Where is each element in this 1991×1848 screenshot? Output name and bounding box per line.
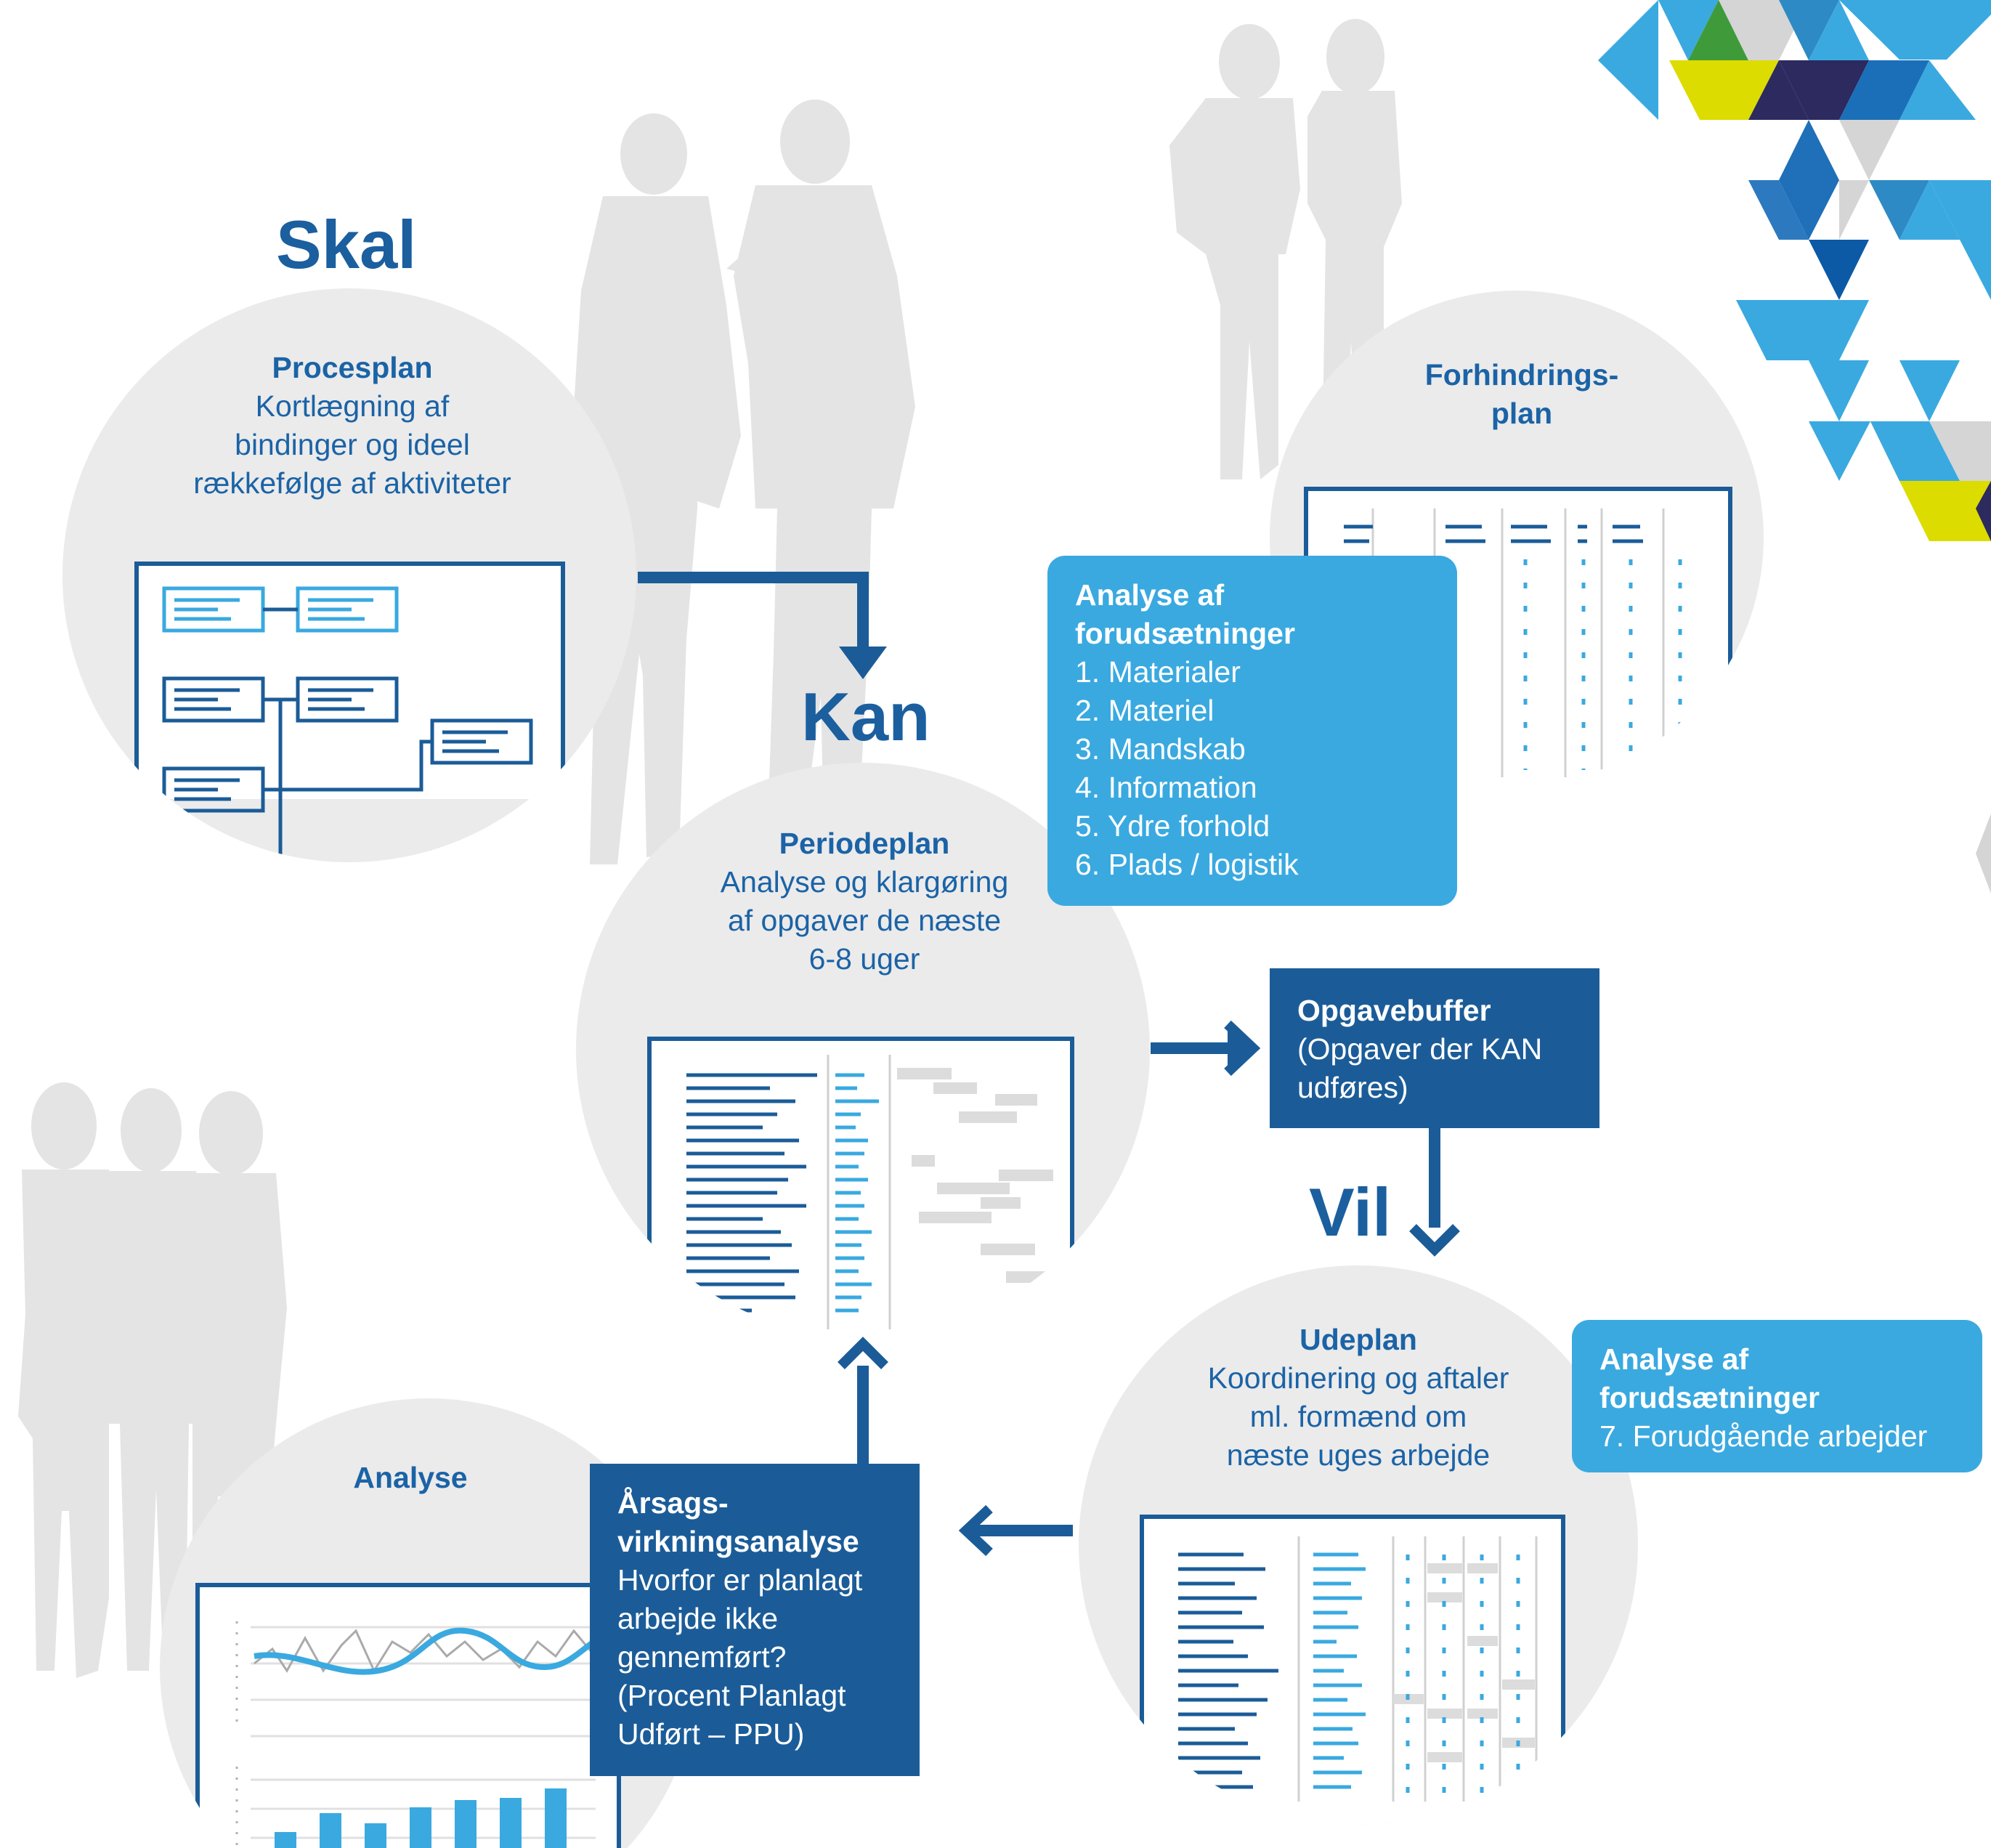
- procesplan-line: bindinger og ideel: [235, 428, 470, 461]
- analysis-charts: [195, 1583, 621, 1848]
- list-item: 5. Ydre forhold: [1075, 809, 1270, 843]
- periodeplan-title: Periodeplan: [779, 827, 950, 860]
- udeplan-line: ml. formænd om: [1249, 1400, 1467, 1433]
- periodeplan-text: Periodeplan Analyse og klargøring af opg…: [639, 824, 1090, 978]
- flow-arrows: [638, 572, 1460, 1557]
- list-item: 7. Forudgående arbejder: [1599, 1419, 1928, 1453]
- box-title: forudsætninger: [1599, 1381, 1820, 1414]
- box-line: (Opgaver der KAN: [1297, 1032, 1543, 1066]
- forudsaetninger-box-2: Analyse af forudsætninger 7. Forudgående…: [1572, 1320, 1982, 1472]
- procesplan-title: Procesplan: [272, 351, 433, 384]
- box-line: arbejde ikke: [617, 1602, 779, 1635]
- list-item: 4. Information: [1075, 771, 1257, 804]
- udeplan-line: Koordinering og aftaler: [1207, 1361, 1509, 1395]
- heading-vil: Vil: [1309, 1174, 1392, 1250]
- forhindringsplan-text: Forhindrings- plan: [1366, 356, 1678, 433]
- procesplan-text: Procesplan Kortlægning af bindinger og i…: [134, 349, 570, 503]
- udeplan-text: Udeplan Koordinering og aftaler ml. form…: [1133, 1321, 1584, 1475]
- periodeplan-line: Analyse og klargøring: [720, 865, 1009, 899]
- table-chart-icon: [1140, 1515, 1565, 1825]
- box-title: Opgavebuffer: [1297, 994, 1491, 1027]
- arrow-head-down-icon: [839, 647, 887, 679]
- box-line: udføres): [1297, 1071, 1408, 1104]
- forhindringsplan-title: plan: [1491, 397, 1553, 430]
- box-line: Udført – PPU): [617, 1717, 805, 1751]
- box-title: Årsags-: [617, 1486, 729, 1520]
- udeplan-title: Udeplan: [1299, 1323, 1417, 1356]
- procesplan-line: rækkefølge af aktiviteter: [193, 466, 511, 500]
- bar-chart-icon: [275, 1788, 567, 1848]
- gantt-chart-icon: [647, 1037, 1074, 1337]
- network-diagram-icon: [134, 562, 565, 862]
- heading-skal: Skal: [276, 206, 417, 283]
- analyse-title: Analyse: [353, 1461, 468, 1494]
- box-line: (Procent Planlagt: [617, 1679, 846, 1712]
- list-item: 6. Plads / logistik: [1075, 848, 1299, 881]
- forudsaetninger-box-1: Analyse af forudsætninger 1. Materialer …: [1047, 556, 1457, 906]
- list-item: 2. Materiel: [1075, 694, 1215, 727]
- analyse-text: Analyse: [291, 1459, 530, 1497]
- list-item: 1. Materialer: [1075, 655, 1241, 689]
- box-title: Analyse af: [1075, 578, 1225, 612]
- opgavebuffer-box: Opgavebuffer (Opgaver der KAN udføres): [1270, 968, 1599, 1128]
- box-line: Hvorfor er planlagt: [617, 1563, 863, 1597]
- box-title: forudsætninger: [1075, 617, 1295, 650]
- decorative-triangles: [1598, 0, 1991, 893]
- periodeplan-line: af opgaver de næste: [727, 904, 1002, 937]
- trend-line: [254, 1627, 611, 1675]
- heading-kan: Kan: [801, 678, 930, 755]
- box-line: gennemført?: [617, 1640, 787, 1674]
- line-chart-icon: [254, 1629, 593, 1674]
- procesplan-line: Kortlægning af: [255, 389, 450, 423]
- periodeplan-line: 6-8 uger: [808, 942, 920, 976]
- aarsagsanalyse-box: Årsags- virkningsanalyse Hvorfor er plan…: [590, 1464, 920, 1776]
- people-silhouette-icon: [18, 19, 1402, 1678]
- forhindringsplan-title: Forhindrings-: [1424, 358, 1619, 392]
- udeplan-line: næste uges arbejde: [1226, 1438, 1491, 1472]
- arrow-skal-to-kan: [638, 572, 869, 647]
- box-title: virkningsanalyse: [617, 1525, 859, 1558]
- box-title: Analyse af: [1599, 1342, 1749, 1376]
- list-item: 3. Mandskab: [1075, 732, 1246, 766]
